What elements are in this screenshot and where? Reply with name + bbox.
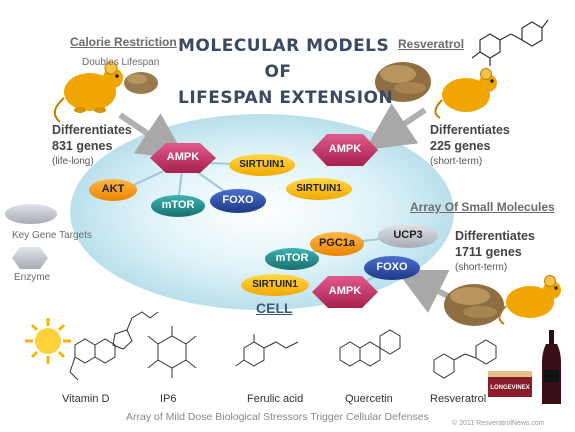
hexagon-ampk-bottom: [312, 276, 378, 308]
node-ampk-left: AMPK: [166, 151, 200, 163]
legend-key-gene-targets: Key Gene Targets: [12, 230, 92, 241]
diagram-title-line3: LIFESPAN EXTENSION: [178, 88, 394, 108]
node-sirtuin-left: SIRTUIN1: [239, 159, 285, 170]
node-pgc1a: PGC1a: [318, 237, 356, 249]
oval-ucp3-shape: [378, 224, 438, 248]
resveratrol-genes: 225 genes: [430, 139, 491, 153]
calorie-restriction-caption: Doubles Lifespan: [82, 57, 160, 68]
food-pellets-resveratrol-icon: [375, 62, 431, 102]
vitamin-d-structure-icon: [69, 311, 159, 381]
node-ucp3: UCP3: [393, 229, 423, 241]
calorie-genes: 831 genes: [52, 139, 113, 153]
resveratrol-differentiates: Differentiates: [430, 123, 510, 137]
node-sirtuin-right: SIRTUIN1: [296, 183, 342, 194]
calorie-term: (life-long): [52, 156, 94, 167]
legend-oval-shape: [5, 204, 57, 224]
cell-label: CELL: [256, 300, 293, 316]
mouse-icon-calorie: [53, 61, 123, 123]
node-sirtuin-bottom: SIRTUIN1: [252, 279, 298, 290]
longevinex-brand: LONGEVINEX: [490, 385, 530, 391]
diagram-title-line2: OF: [264, 62, 292, 82]
node-foxo-left: FOXO: [222, 194, 254, 206]
mouse-icon-resveratrol: [434, 68, 497, 119]
arrow-small-molecules: [395, 269, 450, 313]
diagram-title-line1: MOLECULAR MODELS: [178, 36, 390, 56]
molecule-label: Vitamin D: [62, 393, 110, 405]
small-molecules-heading: Array Of Small Molecules: [410, 200, 555, 214]
oval-akt-shape: [89, 179, 137, 201]
node-mtor-left: mTOR: [161, 199, 195, 211]
footer-caption: Array of Mild Dose Biological Stressors …: [126, 411, 429, 423]
molecule-label: Quercetin: [345, 393, 393, 405]
resveratrol-structure-top-icon: [471, 19, 549, 66]
ip6-structure-icon: [147, 326, 197, 378]
node-ampk-right: AMPK: [328, 143, 362, 155]
resveratrol-term: (short-term): [430, 156, 483, 167]
hexagon-ampk-right: [312, 134, 378, 166]
legend-hexagon-shape: [12, 247, 48, 269]
food-pellets-small-icon: [124, 72, 158, 94]
node-akt: AKT: [101, 183, 125, 195]
quercetin-structure-icon: [339, 329, 401, 367]
sun-icon: [25, 318, 71, 364]
resveratrol-heading: Resveratrol: [398, 37, 465, 51]
calorie-differentiates: Differentiates: [52, 123, 132, 137]
legend-enzyme: Enzyme: [14, 272, 51, 283]
calorie-restriction-heading: Calorie Restriction: [70, 35, 177, 49]
resveratrol-stats: Differentiates 225 genes (short-term): [430, 122, 510, 170]
node-foxo-bottom: FOXO: [376, 261, 408, 273]
oval-pgc1a-shape: [310, 232, 364, 256]
oval-sirtuin-bottom-shape: [241, 274, 309, 296]
node-mtor-bottom: mTOR: [275, 252, 309, 264]
small-molecules-genes: 1711 genes: [455, 245, 522, 259]
mouse-icon-small-molecules: [498, 275, 561, 325]
node-ampk-bottom: AMPK: [328, 285, 362, 297]
wine-bottle-icon: [542, 330, 561, 404]
resveratrol-structure-bottom-icon: [433, 339, 497, 379]
food-pellets-small-molecules-icon: [444, 284, 504, 326]
oval-foxo-bottom-shape: [364, 256, 420, 280]
copyright-text: © 2011 ResveratrolNews.com: [452, 420, 545, 427]
hexagon-ampk-left: [150, 143, 216, 173]
arrow-resveratrol: [365, 103, 427, 150]
ferulic-acid-structure-icon: [235, 334, 299, 367]
oval-mtor-bottom-shape: [265, 248, 319, 270]
oval-foxo-left-shape: [210, 189, 266, 213]
calorie-restriction-stats: Differentiates 831 genes (life-long): [52, 122, 132, 170]
oval-mtor-left-shape: [151, 195, 205, 217]
small-molecules-term: (short-term): [455, 262, 508, 273]
longevinex-product-box: [488, 371, 532, 397]
arrow-calorie-restriction: [118, 112, 187, 161]
small-molecules-stats: Differentiates 1711 genes (short-term): [455, 228, 535, 276]
molecule-label: Ferulic acid: [247, 393, 304, 405]
small-molecules-differentiates: Differentiates: [455, 229, 535, 243]
molecule-label: Resveratrol: [430, 393, 487, 405]
oval-sirtuin-right-shape: [286, 178, 352, 200]
molecule-label: IP6: [160, 393, 177, 405]
oval-sirtuin-left-shape: [229, 154, 295, 176]
